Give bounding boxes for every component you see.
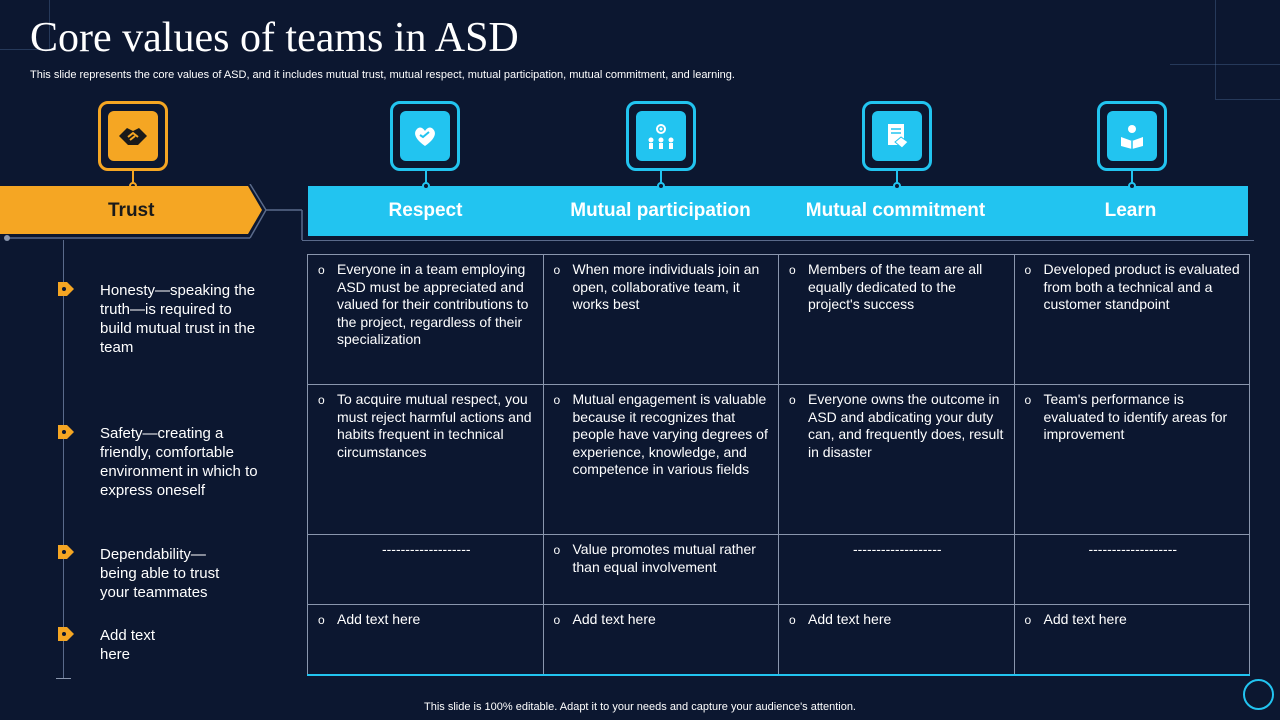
- cell-text: Everyone in a team employing ASD must be…: [337, 261, 529, 347]
- trust-timeline-end: [56, 678, 71, 679]
- bullet-icon: o: [789, 263, 796, 277]
- table-cell: o Add text here: [778, 604, 1015, 675]
- column-header-learn: Learn: [1104, 200, 1157, 221]
- table-row: o Add text here o Add text here o Add text …: [307, 604, 1250, 675]
- table-cell: o Add text here: [542, 604, 779, 675]
- table-cell: o Members of the team are all equally ded…: [778, 254, 1015, 385]
- cell-text: Mutual engagement is valuable because it…: [572, 391, 768, 477]
- trust-item-honesty: Honesty—speaking the truth—is required t…: [100, 282, 256, 356]
- table-cell: o Everyone in a team employing ASD must b…: [307, 254, 544, 385]
- team-gear-icon: [636, 111, 686, 161]
- trust-icon-box: [98, 101, 168, 171]
- trust-timeline-marker-2: [58, 425, 74, 439]
- trust-timeline-marker-3: [58, 545, 74, 559]
- bullet-icon: o: [318, 613, 325, 627]
- heart-hands-icon: [400, 111, 450, 161]
- trust-timeline-marker-1: [58, 282, 74, 296]
- trust-banner-start-dot: [4, 235, 10, 241]
- bullet-icon: o: [553, 263, 561, 277]
- footer-note: This slide is 100% editable. Adapt it to…: [424, 701, 856, 713]
- table-cell: o When more individuals join an open, col…: [542, 254, 779, 385]
- reading-person-icon: [1107, 111, 1157, 161]
- corner-circle-decoration: [1243, 679, 1274, 710]
- trust-timeline-marker-4: [58, 627, 74, 641]
- handshake-icon: [108, 111, 158, 161]
- bullet-icon: o: [553, 543, 561, 557]
- bullet-icon: o: [553, 393, 561, 407]
- respect-connector-dot: [422, 182, 430, 190]
- trust-label: Trust: [108, 200, 155, 221]
- table-cell-placeholder: -------------------: [1013, 534, 1250, 605]
- table-cell: o Add text here: [307, 604, 544, 675]
- cell-text: Everyone owns the outcome in ASD and abd…: [808, 391, 1004, 460]
- trust-timeline-line: [63, 240, 64, 678]
- cell-text: Team's performance is evaluated to ident…: [1043, 391, 1228, 442]
- cell-text: Add text here: [1043, 611, 1127, 627]
- slide-title: Core values of teams in ASD: [30, 15, 519, 61]
- bullet-icon: o: [318, 393, 325, 407]
- cell-text: Value promotes mutual rather than equal …: [572, 541, 756, 575]
- participation-icon-stem: [660, 171, 662, 185]
- trust-icon-stem: [132, 171, 134, 185]
- table-cell: o Developed product is evaluated from bot…: [1013, 254, 1250, 385]
- column-header-participation: Mutual participation: [570, 200, 751, 221]
- trust-item-dependability: Dependability— being able to trust your …: [100, 546, 220, 601]
- bullet-icon: o: [553, 613, 561, 627]
- commitment-connector-dot: [893, 182, 901, 190]
- cell-text: When more individuals join an open, coll…: [572, 261, 760, 312]
- respect-icon-stem: [425, 171, 427, 185]
- table-bottom-accent: [307, 674, 1250, 676]
- cell-text: Add text here: [808, 611, 892, 627]
- values-table: o Everyone in a team employing ASD must b…: [307, 254, 1250, 675]
- table-row: o Everyone in a team employing ASD must b…: [307, 254, 1250, 385]
- bullet-icon: o: [1024, 393, 1032, 407]
- column-header-respect: Respect: [388, 200, 463, 221]
- participation-connector-dot: [657, 182, 665, 190]
- cell-text: Add text here: [572, 611, 656, 627]
- corner-decoration-tr: [1215, 0, 1280, 100]
- respect-icon-box: [390, 101, 460, 171]
- table-cell-placeholder: -------------------: [307, 534, 544, 605]
- table-cell: o Add text here: [1013, 604, 1250, 675]
- table-cell: o To acquire mutual respect, you must rej…: [307, 384, 544, 535]
- corner-decoration-tl: [0, 0, 50, 50]
- trust-item-safety: Safety—creating a friendly, comfortable …: [100, 425, 258, 499]
- column-header-commitment: Mutual commitment: [805, 200, 986, 221]
- learn-connector-dot: [1128, 182, 1136, 190]
- table-cell-placeholder: -------------------: [778, 534, 1015, 605]
- cell-text: Members of the team are all equally dedi…: [808, 261, 983, 312]
- contract-handshake-icon: [872, 111, 922, 161]
- learn-icon-box: [1097, 101, 1167, 171]
- bullet-icon: o: [789, 393, 796, 407]
- bullet-icon: o: [1024, 263, 1032, 277]
- cell-text: Add text here: [337, 611, 421, 627]
- table-row: ------------------- o Value promotes mutu…: [307, 534, 1250, 605]
- table-cell: o Team's performance is evaluated to ide…: [1013, 384, 1250, 535]
- bullet-icon: o: [789, 613, 796, 627]
- cell-text: Developed product is evaluated from both…: [1043, 261, 1240, 312]
- trust-item-add-text: Add text here: [100, 627, 156, 663]
- bullet-icon: o: [318, 263, 325, 277]
- participation-icon-box: [626, 101, 696, 171]
- header-underline: [302, 240, 1254, 241]
- table-row: o To acquire mutual respect, you must rej…: [307, 384, 1250, 535]
- table-cell: o Everyone owns the outcome in ASD and ab…: [778, 384, 1015, 535]
- cell-text: To acquire mutual respect, you must reje…: [337, 391, 532, 460]
- column-header-bar: Respect Mutual participation Mutual comm…: [308, 186, 1248, 236]
- corner-decoration-tr2: [1170, 0, 1280, 65]
- bullet-icon: o: [1024, 613, 1032, 627]
- table-cell: o Mutual engagement is valuable because i…: [542, 384, 779, 535]
- learn-icon-stem: [1131, 171, 1133, 185]
- commitment-icon-stem: [896, 171, 898, 185]
- commitment-icon-box: [862, 101, 932, 171]
- slide-subtitle: This slide represents the core values of…: [30, 69, 735, 81]
- table-cell: o Value promotes mutual rather than equal…: [542, 534, 779, 605]
- trust-banner: [0, 184, 303, 240]
